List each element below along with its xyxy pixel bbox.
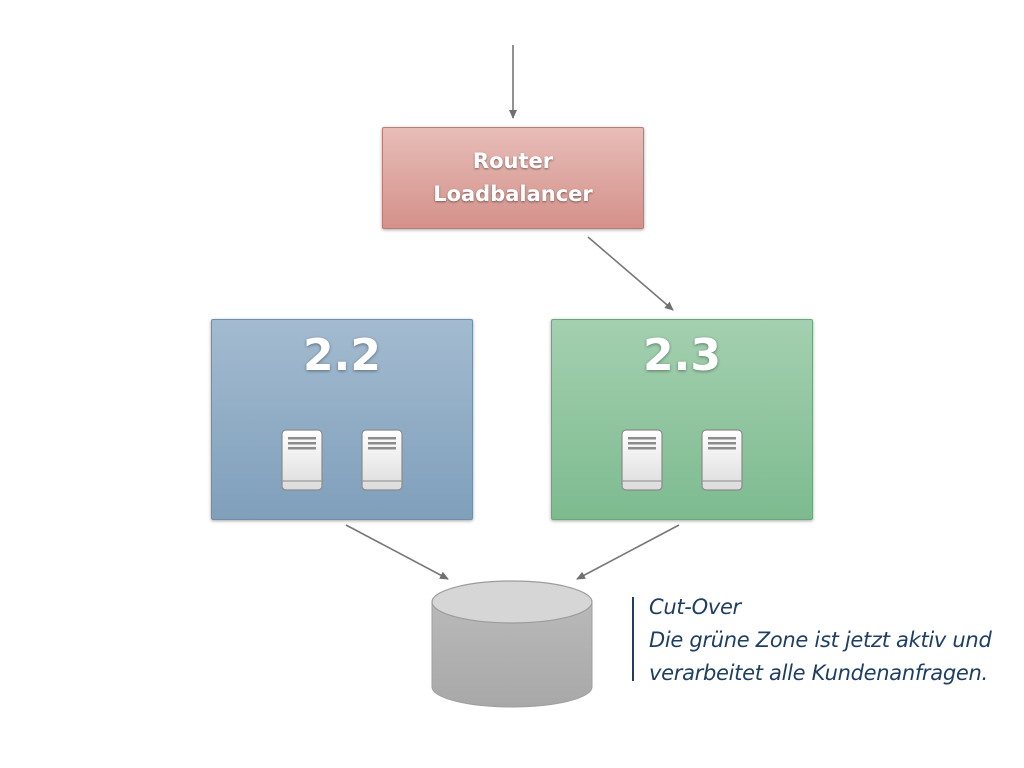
router-label: Router bbox=[472, 149, 554, 173]
server-icon bbox=[281, 429, 323, 491]
blue-zone-box: 2.2 bbox=[211, 319, 473, 520]
arrow-router-to-green-zone bbox=[587, 236, 674, 311]
router-loadbalancer-box: Router Loadbalancer bbox=[382, 127, 644, 229]
arrow-blue-zone-to-database bbox=[345, 524, 449, 580]
database-icon bbox=[431, 580, 593, 708]
cut-over-note: Cut-Over Die grüne Zone ist jetzt aktiv … bbox=[649, 591, 1019, 690]
server-icon bbox=[701, 429, 743, 491]
note-divider bbox=[632, 597, 634, 681]
note-line-2: verarbeitet alle Kundenanfragen. bbox=[649, 661, 988, 685]
server-icon bbox=[621, 429, 663, 491]
green-zone-version: 2.3 bbox=[643, 330, 721, 381]
blue-zone-version: 2.2 bbox=[303, 330, 381, 381]
note-title: Cut-Over bbox=[649, 595, 741, 619]
arrow-green-zone-to-database bbox=[576, 524, 680, 580]
green-zone-box: 2.3 bbox=[551, 319, 813, 520]
server-icon bbox=[361, 429, 403, 491]
note-line-1: Die grüne Zone ist jetzt aktiv und bbox=[649, 628, 992, 652]
loadbalancer-label: Loadbalancer bbox=[433, 182, 593, 206]
